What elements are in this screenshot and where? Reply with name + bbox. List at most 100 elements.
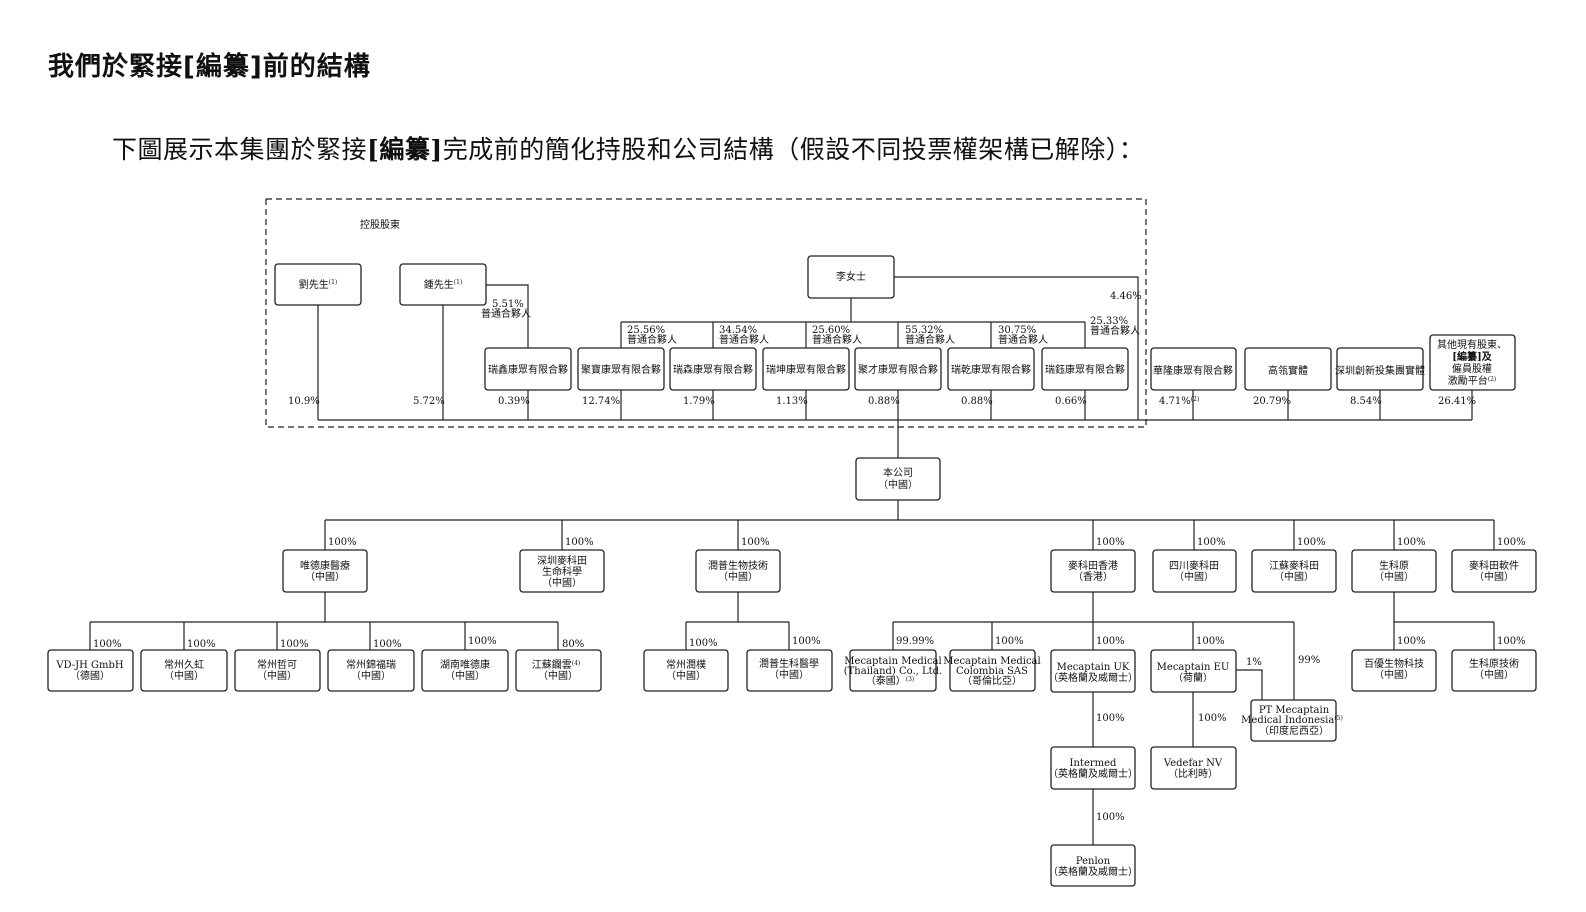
pt-pct-hk: 99%	[1298, 655, 1320, 666]
other-holder-4-line2: [編纂]及	[1452, 350, 1492, 363]
rp-pct-2: 100%	[792, 636, 821, 647]
sub-3-country: （中國）	[718, 570, 758, 583]
wdk-sub-4-name: 常州錦福瑞	[346, 658, 396, 671]
wdk-pct-1: 100%	[93, 639, 122, 650]
svg-text:30.75%普通合夥人: 30.75%普通合夥人	[998, 325, 1048, 346]
svg-text:55.32%普通合夥人: 55.32%普通合夥人	[905, 325, 955, 346]
pt-name2: Medical Indonesia	[1241, 715, 1334, 726]
partnership-3: 瑞森康眾有限合夥	[673, 363, 753, 376]
wdk-sub-6-country: （中國）	[538, 669, 578, 682]
gp-pct-6: 30.75%	[998, 325, 1036, 336]
svg-text:江蘇鑭雲(4): 江蘇鑭雲(4)	[532, 658, 581, 671]
sub-pct-1: 100%	[328, 537, 357, 548]
wdk-pct-3: 100%	[280, 639, 309, 650]
hk-sub-1-note: (3)	[906, 676, 915, 683]
gp-role-7: 普通合夥人	[1090, 324, 1140, 337]
gp-pct-4: 25.60%	[812, 325, 850, 336]
gp-role-5: 普通合夥人	[905, 333, 955, 346]
sub-pct-7: 100%	[1397, 537, 1426, 548]
gp-role-1: 普通合夥人	[481, 307, 531, 320]
controlling-shareholders-group	[265, 198, 1147, 428]
intermed-pct: 100%	[1096, 713, 1125, 724]
pt-country: （印度尼西亞）	[1259, 724, 1329, 737]
sub-2-name2: 生命科學	[542, 565, 582, 578]
person-liu-note: (1)	[329, 279, 338, 286]
svg-text:5.51%普通合夥人: 5.51%普通合夥人	[481, 299, 531, 320]
holding-pct-6: 1.13%	[776, 396, 808, 407]
holding-pct-10: 4.71%	[1159, 396, 1191, 407]
pt-pct-eu: 1%	[1246, 657, 1262, 668]
sub-6-name: 江蘇麥科田	[1269, 559, 1319, 572]
svg-text:劉先生(1): 劉先生(1)	[299, 278, 338, 291]
other-holder-1: 華隆康眾有限合夥	[1153, 364, 1233, 377]
penlon-country: （英格蘭及威爾士）	[1048, 865, 1138, 878]
rp-sub-2-country: （中國）	[769, 668, 809, 681]
intermed-name: Intermed	[1070, 758, 1118, 769]
sub-2-name: 深圳麥科田	[537, 554, 587, 567]
wdk-sub-2-country: （中國）	[164, 669, 204, 682]
holding-pct-3: 0.39%	[498, 396, 530, 407]
other-holder-4-note: (2)	[1488, 376, 1497, 383]
li-direct-pct: 4.46%	[1110, 291, 1142, 302]
hk-subsidiaries: 99.99% Mecaptain Medical (Thailand) Co.,…	[844, 636, 1343, 887]
sub-7-name: 生科原	[1379, 559, 1409, 572]
hk-sub-3-country: （英格蘭及威爾士）	[1048, 671, 1138, 684]
sub-2-country: （中國）	[542, 576, 582, 589]
svg-text:4.71%(2): 4.71%(2)	[1159, 396, 1199, 407]
vedefar-pct: 100%	[1198, 713, 1227, 724]
svg-text:25.33%普通合夥人: 25.33%普通合夥人	[1090, 316, 1140, 337]
svg-text:激勵平台(2): 激勵平台(2)	[1448, 374, 1497, 387]
company-node: 本公司 （中國）	[855, 457, 941, 501]
sub-pct-6: 100%	[1297, 537, 1326, 548]
svg-text:（泰國）(3): （泰國）(3)	[866, 674, 915, 687]
vedefar-name: Vedefar NV	[1163, 758, 1223, 769]
person-liu-label: 劉先生	[299, 278, 329, 291]
svg-text:25.56%普通合夥人: 25.56%普通合夥人	[627, 325, 677, 346]
rp-pct-1: 100%	[689, 638, 718, 649]
page-heading: 我們於緊接[編纂]前的結構	[48, 52, 371, 82]
sub-pct-4: 100%	[1096, 537, 1125, 548]
hk-pct-1: 99.99%	[896, 636, 934, 647]
person-li-label: 李女士	[836, 270, 866, 283]
intro-paragraph: 下圖展示本集團於緊接[編纂]完成前的簡化持股和公司結構（假設不同投票權架構已解除…	[112, 130, 1144, 166]
intro-before: 下圖展示本集團於緊接	[112, 135, 368, 164]
holding-pct-10-note: (2)	[1191, 396, 1200, 403]
wdk-sub-1-name: VD-JH GmbH	[55, 660, 124, 671]
sky-sub-2-country: （中國）	[1474, 668, 1514, 681]
pt-name: PT Mecaptain	[1259, 705, 1330, 716]
pt-note: (5)	[1334, 715, 1343, 722]
hk-sub-2-country: （哥倫比亞）	[962, 674, 1022, 687]
sub-7-country: （中國）	[1374, 570, 1414, 583]
penlon-name: Penlon	[1076, 856, 1111, 867]
sky-sub-2-name: 生科原技術	[1469, 657, 1519, 670]
holding-pct-1: 10.9%	[288, 396, 320, 407]
gp-role-2: 普通合夥人	[627, 333, 677, 346]
wdk-pct-2: 100%	[187, 639, 216, 650]
hk-pct-2: 100%	[995, 636, 1024, 647]
hk-sub-2-name: Mecaptain Medical	[943, 656, 1040, 667]
svg-text:34.54%普通合夥人: 34.54%普通合夥人	[719, 325, 769, 346]
partnership-row: 瑞鑫康眾有限合夥 聚寶康眾有限合夥 瑞森康眾有限合夥 瑞坤康眾有限合夥 聚才康眾…	[484, 347, 1129, 391]
holding-pct-7: 0.88%	[868, 396, 900, 407]
wdk-sub-6-name: 江蘇鑭雲	[532, 658, 572, 671]
intro-after: 完成前的簡化持股和公司結構（假設不同投票權架構已解除）：	[442, 135, 1145, 164]
gp-role-3: 普通合夥人	[719, 333, 769, 346]
gp-pct-1: 5.51%	[492, 299, 524, 310]
partnership-5: 聚才康眾有限合夥	[858, 363, 938, 376]
wdk-sub-3-name: 常州哲可	[257, 658, 297, 671]
sub-pct-5: 100%	[1197, 537, 1226, 548]
hk-sub-2-name2: Colombia SAS	[956, 666, 1028, 677]
rp-sub-1-country: （中國）	[666, 669, 706, 682]
sub-3-name: 潤普生物技術	[708, 559, 768, 572]
gp-role-6: 普通合夥人	[998, 333, 1048, 346]
holding-pct-8: 0.88%	[961, 396, 993, 407]
other-holder-4-line1: 其他現有股東、	[1437, 338, 1507, 351]
partnership-1: 瑞鑫康眾有限合夥	[488, 363, 568, 376]
svg-text:25.60%普通合夥人: 25.60%普通合夥人	[812, 325, 862, 346]
holding-pct-5: 1.79%	[683, 396, 715, 407]
other-holder-4-line4: 激勵平台	[1448, 374, 1488, 387]
other-shareholders: 華隆康眾有限合夥 高瓴實體 深圳創新投集團實體 其他現有股東、 [編纂]及 僱員…	[1150, 334, 1516, 391]
wdk-sub-1-country: （德國）	[70, 669, 110, 682]
sub-5-name: 四川麥科田	[1169, 559, 1219, 572]
